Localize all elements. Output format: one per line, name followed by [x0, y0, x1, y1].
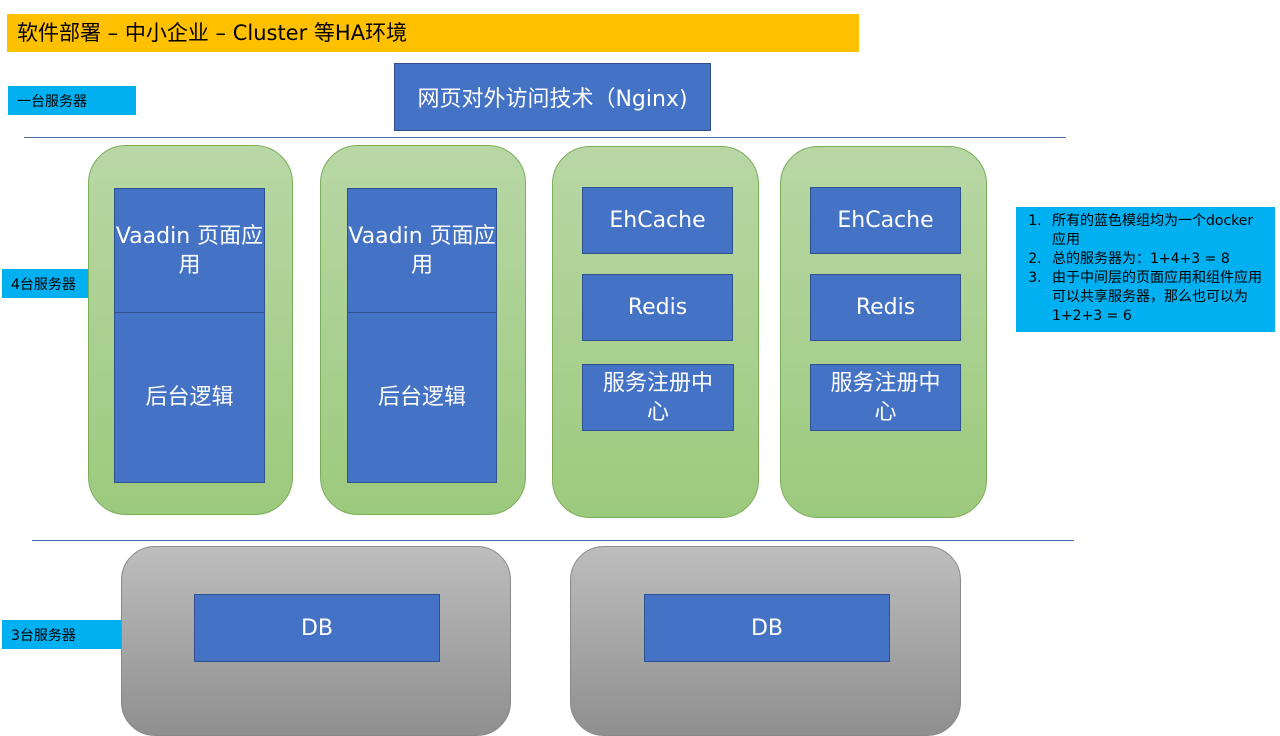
tier-label-three-servers: 3台服务器: [2, 620, 130, 649]
service-registry-module: 服务注册中心: [582, 364, 734, 431]
vaadin-page-app-module: Vaadin 页面应用: [114, 188, 265, 313]
tier-divider-bottom: [32, 540, 1074, 541]
slide-title: 软件部署 – 中小企业 – Cluster 等HA环境: [7, 14, 859, 52]
db-module: DB: [194, 594, 440, 662]
redis-module: Redis: [810, 274, 961, 341]
note-item: 总的服务器为：1+4+3 = 8: [1046, 250, 1267, 269]
notes-panel: 所有的蓝色模组均为一个docker应用 总的服务器为：1+4+3 = 8 由于中…: [1016, 207, 1275, 332]
note-item: 所有的蓝色模组均为一个docker应用: [1046, 212, 1267, 250]
ehcache-module: EhCache: [582, 187, 733, 254]
backend-logic-module: 后台逻辑: [347, 312, 497, 483]
ehcache-module: EhCache: [810, 187, 961, 254]
tier-divider-top: [24, 137, 1066, 138]
redis-module: Redis: [582, 274, 733, 341]
vaadin-page-app-module: Vaadin 页面应用: [347, 188, 497, 313]
note-item: 由于中间层的页面应用和组件应用可以共享服务器，那么也可以为1+2+3 = 6: [1046, 269, 1267, 326]
backend-logic-module: 后台逻辑: [114, 312, 265, 483]
db-module: DB: [644, 594, 890, 662]
service-registry-module: 服务注册中心: [810, 364, 961, 431]
nginx-module: 网页对外访问技术（Nginx): [394, 63, 711, 131]
tier-label-single-server: 一台服务器: [8, 86, 136, 115]
